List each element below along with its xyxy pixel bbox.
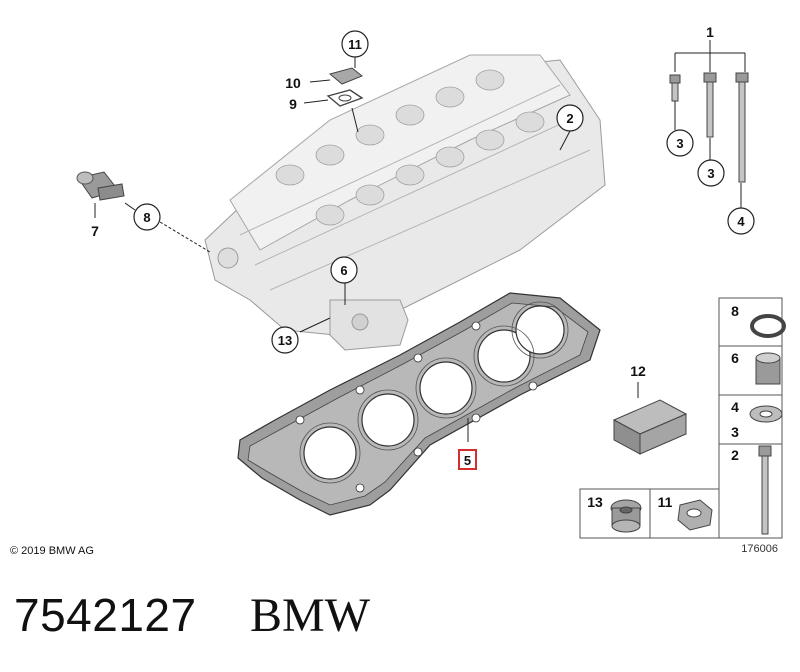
label-1: 1 xyxy=(706,24,714,40)
nut-illustration xyxy=(677,499,713,531)
svg-text:6: 6 xyxy=(340,263,347,278)
legend-label-8: 8 xyxy=(731,303,739,319)
callout-2: 2 xyxy=(556,104,584,132)
svg-text:5: 5 xyxy=(464,453,471,468)
callout-8: 8 xyxy=(133,203,161,231)
svg-text:8: 8 xyxy=(143,210,150,225)
brand-name: BMW xyxy=(250,589,370,642)
label-9: 9 xyxy=(289,96,297,112)
legend-label-2: 2 xyxy=(731,447,739,463)
callout-6: 6 xyxy=(330,256,358,284)
legend-table xyxy=(579,297,783,539)
part-number: 7542127 xyxy=(14,589,197,641)
head-gasket-illustration xyxy=(237,292,601,516)
legend-label-13: 13 xyxy=(587,494,603,510)
hydraulic-adjuster-illustration xyxy=(76,171,125,201)
figure-number: 176006 xyxy=(741,543,778,555)
callout-3b: 3 xyxy=(697,159,725,187)
svg-text:3: 3 xyxy=(707,166,714,181)
part-12-block-illustration xyxy=(612,399,688,455)
label-10: 10 xyxy=(285,75,301,91)
svg-text:3: 3 xyxy=(676,136,683,151)
cylinder-head-illustration xyxy=(204,54,606,351)
svg-text:4: 4 xyxy=(737,214,745,229)
label-12: 12 xyxy=(630,363,646,379)
washer-illustration xyxy=(749,405,783,423)
cover-plate-illustration xyxy=(326,67,364,107)
bolts-illustration xyxy=(669,72,749,183)
callout-4: 4 xyxy=(727,207,755,235)
callout-13: 13 xyxy=(271,326,299,354)
plug-illustration xyxy=(610,499,642,533)
copyright-notice: © 2019 BMW AG xyxy=(10,545,94,557)
legend-label-3: 3 xyxy=(731,424,739,440)
callout-3a: 3 xyxy=(666,129,694,157)
label-7: 7 xyxy=(91,223,99,239)
legend-label-11: 11 xyxy=(658,494,673,510)
svg-text:11: 11 xyxy=(348,37,362,52)
long-bolt-illustration xyxy=(758,445,772,535)
legend-label-6: 6 xyxy=(731,350,739,366)
callout-11: 11 xyxy=(341,30,369,58)
parts-diagram: 11 10 9 2 1 3 3 4 8 7 6 13 5 12 xyxy=(10,24,786,557)
svg-text:2: 2 xyxy=(566,111,573,126)
o-ring-illustration xyxy=(750,314,786,338)
svg-text:13: 13 xyxy=(278,333,292,348)
callout-5-highlighted[interactable]: 5 xyxy=(458,449,477,470)
sleeve-illustration xyxy=(755,352,781,385)
legend-label-4: 4 xyxy=(731,399,739,415)
